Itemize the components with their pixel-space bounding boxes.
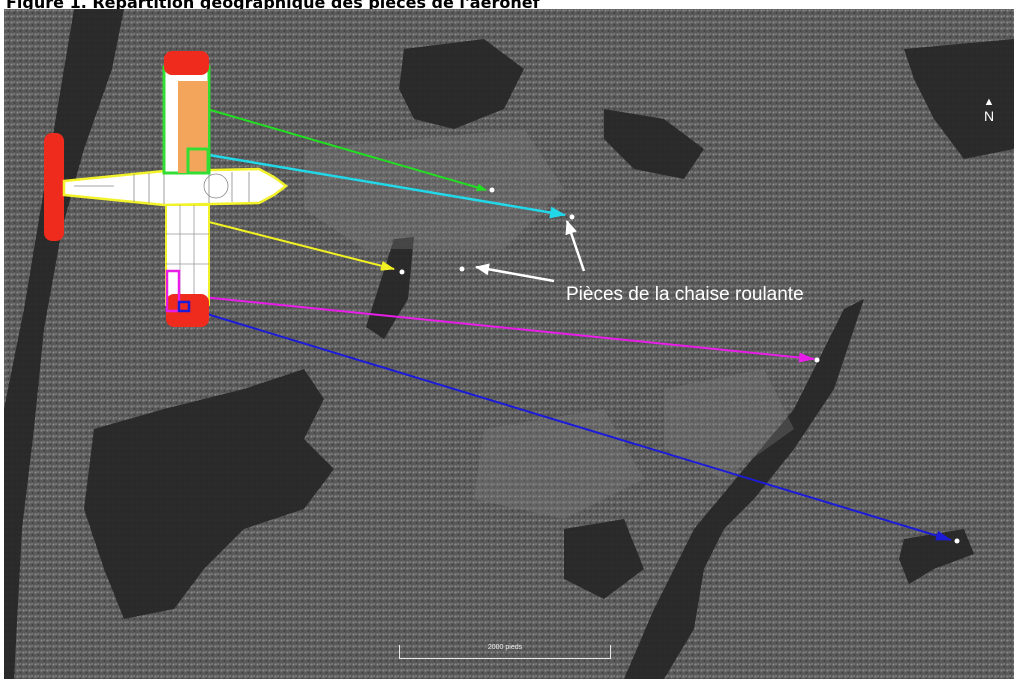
aerial-map: ▲ N Pièces de la chaise roulante 2000 pi…: [4, 9, 1014, 679]
channel-east: [624, 299, 864, 679]
aileron-magenta: [165, 269, 181, 313]
magenta-arrow: [171, 293, 815, 363]
lake-north: [399, 39, 524, 129]
lake-south-middle: [564, 519, 644, 599]
north-indicator: ▲ N: [979, 96, 999, 125]
fuselage-details: [74, 171, 250, 204]
aileron-blue: [177, 300, 191, 313]
debris-point: [954, 538, 960, 544]
tail-stabilizer: [44, 133, 64, 241]
fuselage: [62, 167, 289, 207]
debris-points: [399, 187, 960, 544]
north-label: N: [983, 108, 995, 124]
debris-point: [399, 269, 405, 275]
green-arrow: [206, 108, 487, 192]
yellow-arrow: [208, 221, 395, 271]
white-arrow-wheelchair-b: [565, 220, 586, 272]
cyan-arrow: [208, 153, 566, 219]
debris-point: [569, 214, 575, 220]
east-ridge-water: [904, 39, 1014, 159]
wheelchair-parts-label: Pièces de la chaise roulante: [566, 284, 804, 305]
debris-point: [814, 357, 820, 363]
aircraft-diagram: [44, 51, 289, 327]
terrain-highlights: [304, 129, 794, 519]
inlet-upper: [604, 109, 704, 179]
flap-upper-tip: [186, 147, 210, 175]
scale-label: 2000 pieds: [487, 644, 523, 651]
lake-south-large: [84, 369, 334, 619]
channel-small: [366, 237, 414, 339]
debris-point: [489, 187, 495, 193]
scale-bar: 2000 pieds: [399, 644, 611, 659]
north-arrow-icon: ▲: [983, 96, 995, 108]
wing-lower: [165, 204, 210, 306]
debris-point: [459, 266, 465, 272]
blue-arrow: [183, 306, 952, 541]
map-canvas: [4, 9, 1014, 679]
white-arrow-wheelchair-a: [475, 263, 555, 283]
wing-tip-upper: [164, 51, 209, 75]
